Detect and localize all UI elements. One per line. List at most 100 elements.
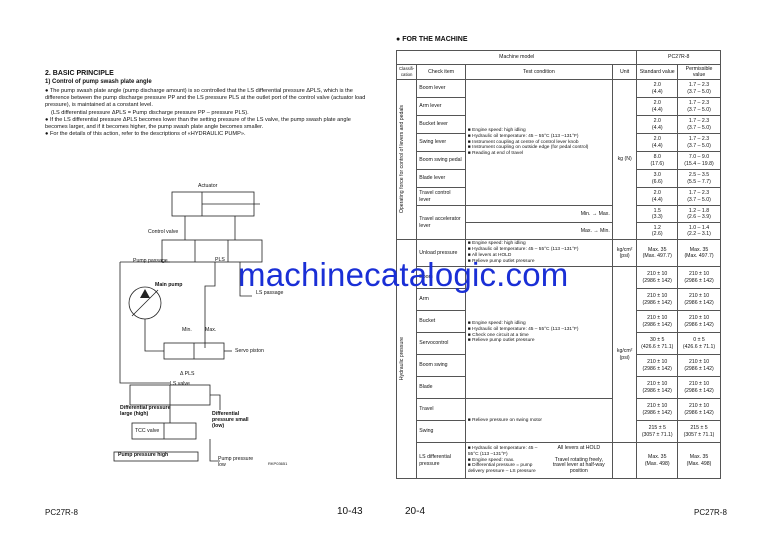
- check-item: Servocontrol: [416, 332, 466, 355]
- pump-high-label: Pump pressure high: [118, 452, 169, 458]
- permissible-value: Max. 35(Max. 498): [677, 442, 721, 479]
- pump-low-label: Pump pressure low: [218, 456, 254, 468]
- group1-label: Operating force for control of levers an…: [395, 79, 418, 240]
- unit-header: Unit: [611, 64, 638, 80]
- diff-small-label: Differential pressure small (low): [212, 411, 249, 429]
- standard-value: 2.0(4.4): [636, 187, 679, 206]
- standard-value: Max. 35(Max. 498): [636, 442, 679, 479]
- standard-value: Max. 35(Max. 497.7): [636, 239, 679, 267]
- permissible-value: 210 ± 10(2986 ± 142): [677, 376, 721, 399]
- check-item-header: Check item: [416, 64, 466, 80]
- group1-conditions: ■ Engine speed: high idling■ Hydraulic o…: [464, 79, 613, 206]
- bullet-2: If the LS differential pressure ΔPLS bec…: [45, 116, 351, 131]
- min-label: Min.: [182, 327, 192, 333]
- permissible-value: 1.7 – 2.3(3.7 – 5.0): [677, 133, 721, 152]
- standard-value: 2.0(4.4): [636, 115, 679, 134]
- travel-acc-condition: Max. → Min.: [464, 222, 613, 240]
- standard-value: 210 ± 10(2986 ± 142): [636, 354, 679, 377]
- group1-unit: kg (N): [611, 79, 638, 240]
- servo-piston-label: Servo piston: [235, 348, 264, 354]
- permissible-value: 210 ± 10(2986 ± 142): [677, 354, 721, 377]
- standard-value: 2.0(4.4): [636, 97, 679, 116]
- standard-value: 3.0(6.6): [636, 169, 679, 188]
- pls-label: PLS: [215, 257, 225, 263]
- table-row: Bucket lever 2.0(4.4)1.7 – 2.3(3.7 – 5.0): [397, 115, 721, 134]
- permissible-header: Permissible value: [677, 64, 721, 80]
- permissible-value: Max. 35(Max. 497.7): [677, 239, 721, 267]
- table-row: LS differential pressure■ Hydraulic oil …: [397, 442, 721, 479]
- permissible-value: 1.2 – 1.8(2.6 – 3.9): [677, 205, 721, 223]
- main-pump-label: Main pump: [155, 282, 183, 288]
- standard-value: 2.0(4.4): [636, 79, 679, 98]
- actuator-label: Actuator: [198, 183, 218, 189]
- check-item: Bucket: [416, 310, 466, 333]
- permissible-value: 1.7 – 2.3(3.7 – 5.0): [677, 97, 721, 116]
- permissible-value: 1.7 – 2.3(3.7 – 5.0): [677, 115, 721, 134]
- check-item: Swing lever: [416, 133, 466, 152]
- standard-header: Standard value: [636, 64, 679, 80]
- table-row: Max. → Min.1.2(2.6)1.0 – 1.4(2.2 – 3.1): [397, 222, 721, 240]
- standard-value: 210 ± 10(2986 ± 142): [636, 310, 679, 333]
- standard-value: 210 ± 10(2986 ± 142): [636, 376, 679, 399]
- figure-code: RKP03651: [268, 461, 288, 466]
- check-item: Bucket lever: [416, 115, 466, 134]
- travel-acc-condition: Min. → Max.: [464, 205, 613, 223]
- permissible-value: 1.7 – 2.3(3.7 – 5.0): [677, 79, 721, 98]
- standard-value: 210 ± 10(2986 ± 142): [636, 288, 679, 311]
- bullet-3: For the details of this action, refer to…: [49, 131, 246, 138]
- check-item: Travel accelerator lever: [416, 205, 466, 240]
- test-condition-header: Test condition: [464, 64, 613, 80]
- right-footer-model: PC27R-8: [694, 508, 727, 517]
- permissible-value: 7.0 – 9.0(15.4 – 19.8): [677, 151, 721, 170]
- permissible-value: 215 ± 5(3057 ± 71.1): [677, 420, 721, 443]
- ls-passage-label: LS passage: [256, 290, 284, 296]
- principle-text: ● The pump swash plate angle (pump disch…: [45, 88, 370, 138]
- pump-passage-label: Pump passage: [133, 258, 168, 264]
- watermark: machinecatalogic.com: [238, 256, 569, 293]
- group2-label: Hydraulic pressure: [395, 239, 418, 479]
- permissible-value: 210 ± 10(2986 ± 142): [677, 310, 721, 333]
- check-item: Boom swing pedal: [416, 151, 466, 170]
- check-item: Arm lever: [416, 97, 466, 116]
- standard-value: 210 ± 10(2986 ± 142): [636, 266, 679, 289]
- section-title: 2. BASIC PRINCIPLE: [45, 70, 114, 77]
- machine-model-header: Machine model: [395, 50, 638, 65]
- control-valve-label: Control valve: [148, 229, 179, 235]
- classification-header: Classifi-cation: [395, 64, 418, 80]
- table-row: Arm lever 2.0(4.4)1.7 – 2.3(3.7 – 5.0): [397, 97, 721, 116]
- diff-large-label: Differential pressure large (high): [120, 405, 171, 417]
- group2-unit: kg/cm²(psi): [611, 266, 638, 443]
- hydraulic-diagram: [113, 191, 263, 462]
- tcc-valve-label: TCC valve: [135, 428, 160, 434]
- permissible-value: 1.7 – 2.3(3.7 – 5.0): [677, 187, 721, 206]
- unload-conditions: ■ Engine speed: high idling■ Hydraulic o…: [464, 239, 613, 267]
- heading-text: FOR THE MACHINE: [402, 36, 468, 43]
- max-label: Max.: [205, 327, 217, 333]
- standard-value: 2.0(4.4): [636, 133, 679, 152]
- permissible-value: 1.0 – 1.4(2.2 – 3.1): [677, 222, 721, 240]
- left-footer-page: 10-43: [337, 506, 363, 517]
- check-item: LS differential pressure: [416, 442, 466, 479]
- ls-conditions: ■ Hydraulic oil temperature: 45 – 55°C (…: [464, 442, 613, 479]
- check-item: Boom lever: [416, 79, 466, 98]
- right-heading: ● FOR THE MACHINE: [396, 36, 468, 43]
- model-value: PC27R-8: [636, 50, 721, 65]
- standard-value: 1.5(3.3): [636, 205, 679, 223]
- standard-value: 215 ± 5(3057 ± 71.1): [636, 420, 679, 443]
- permissible-value: 210 ± 10(2986 ± 142): [677, 398, 721, 421]
- unload-unit: kg/cm²(psi): [611, 239, 638, 267]
- ls-unit: [611, 442, 638, 479]
- permissible-value: 0 ± 5(426.6 ± 71.1): [677, 332, 721, 355]
- permissible-value: 210 ± 10(2986 ± 142): [677, 288, 721, 311]
- table-row: Bucket 210 ± 10(2986 ± 142)210 ± 10(2986 …: [397, 310, 721, 333]
- check-item: Blade lever: [416, 169, 466, 188]
